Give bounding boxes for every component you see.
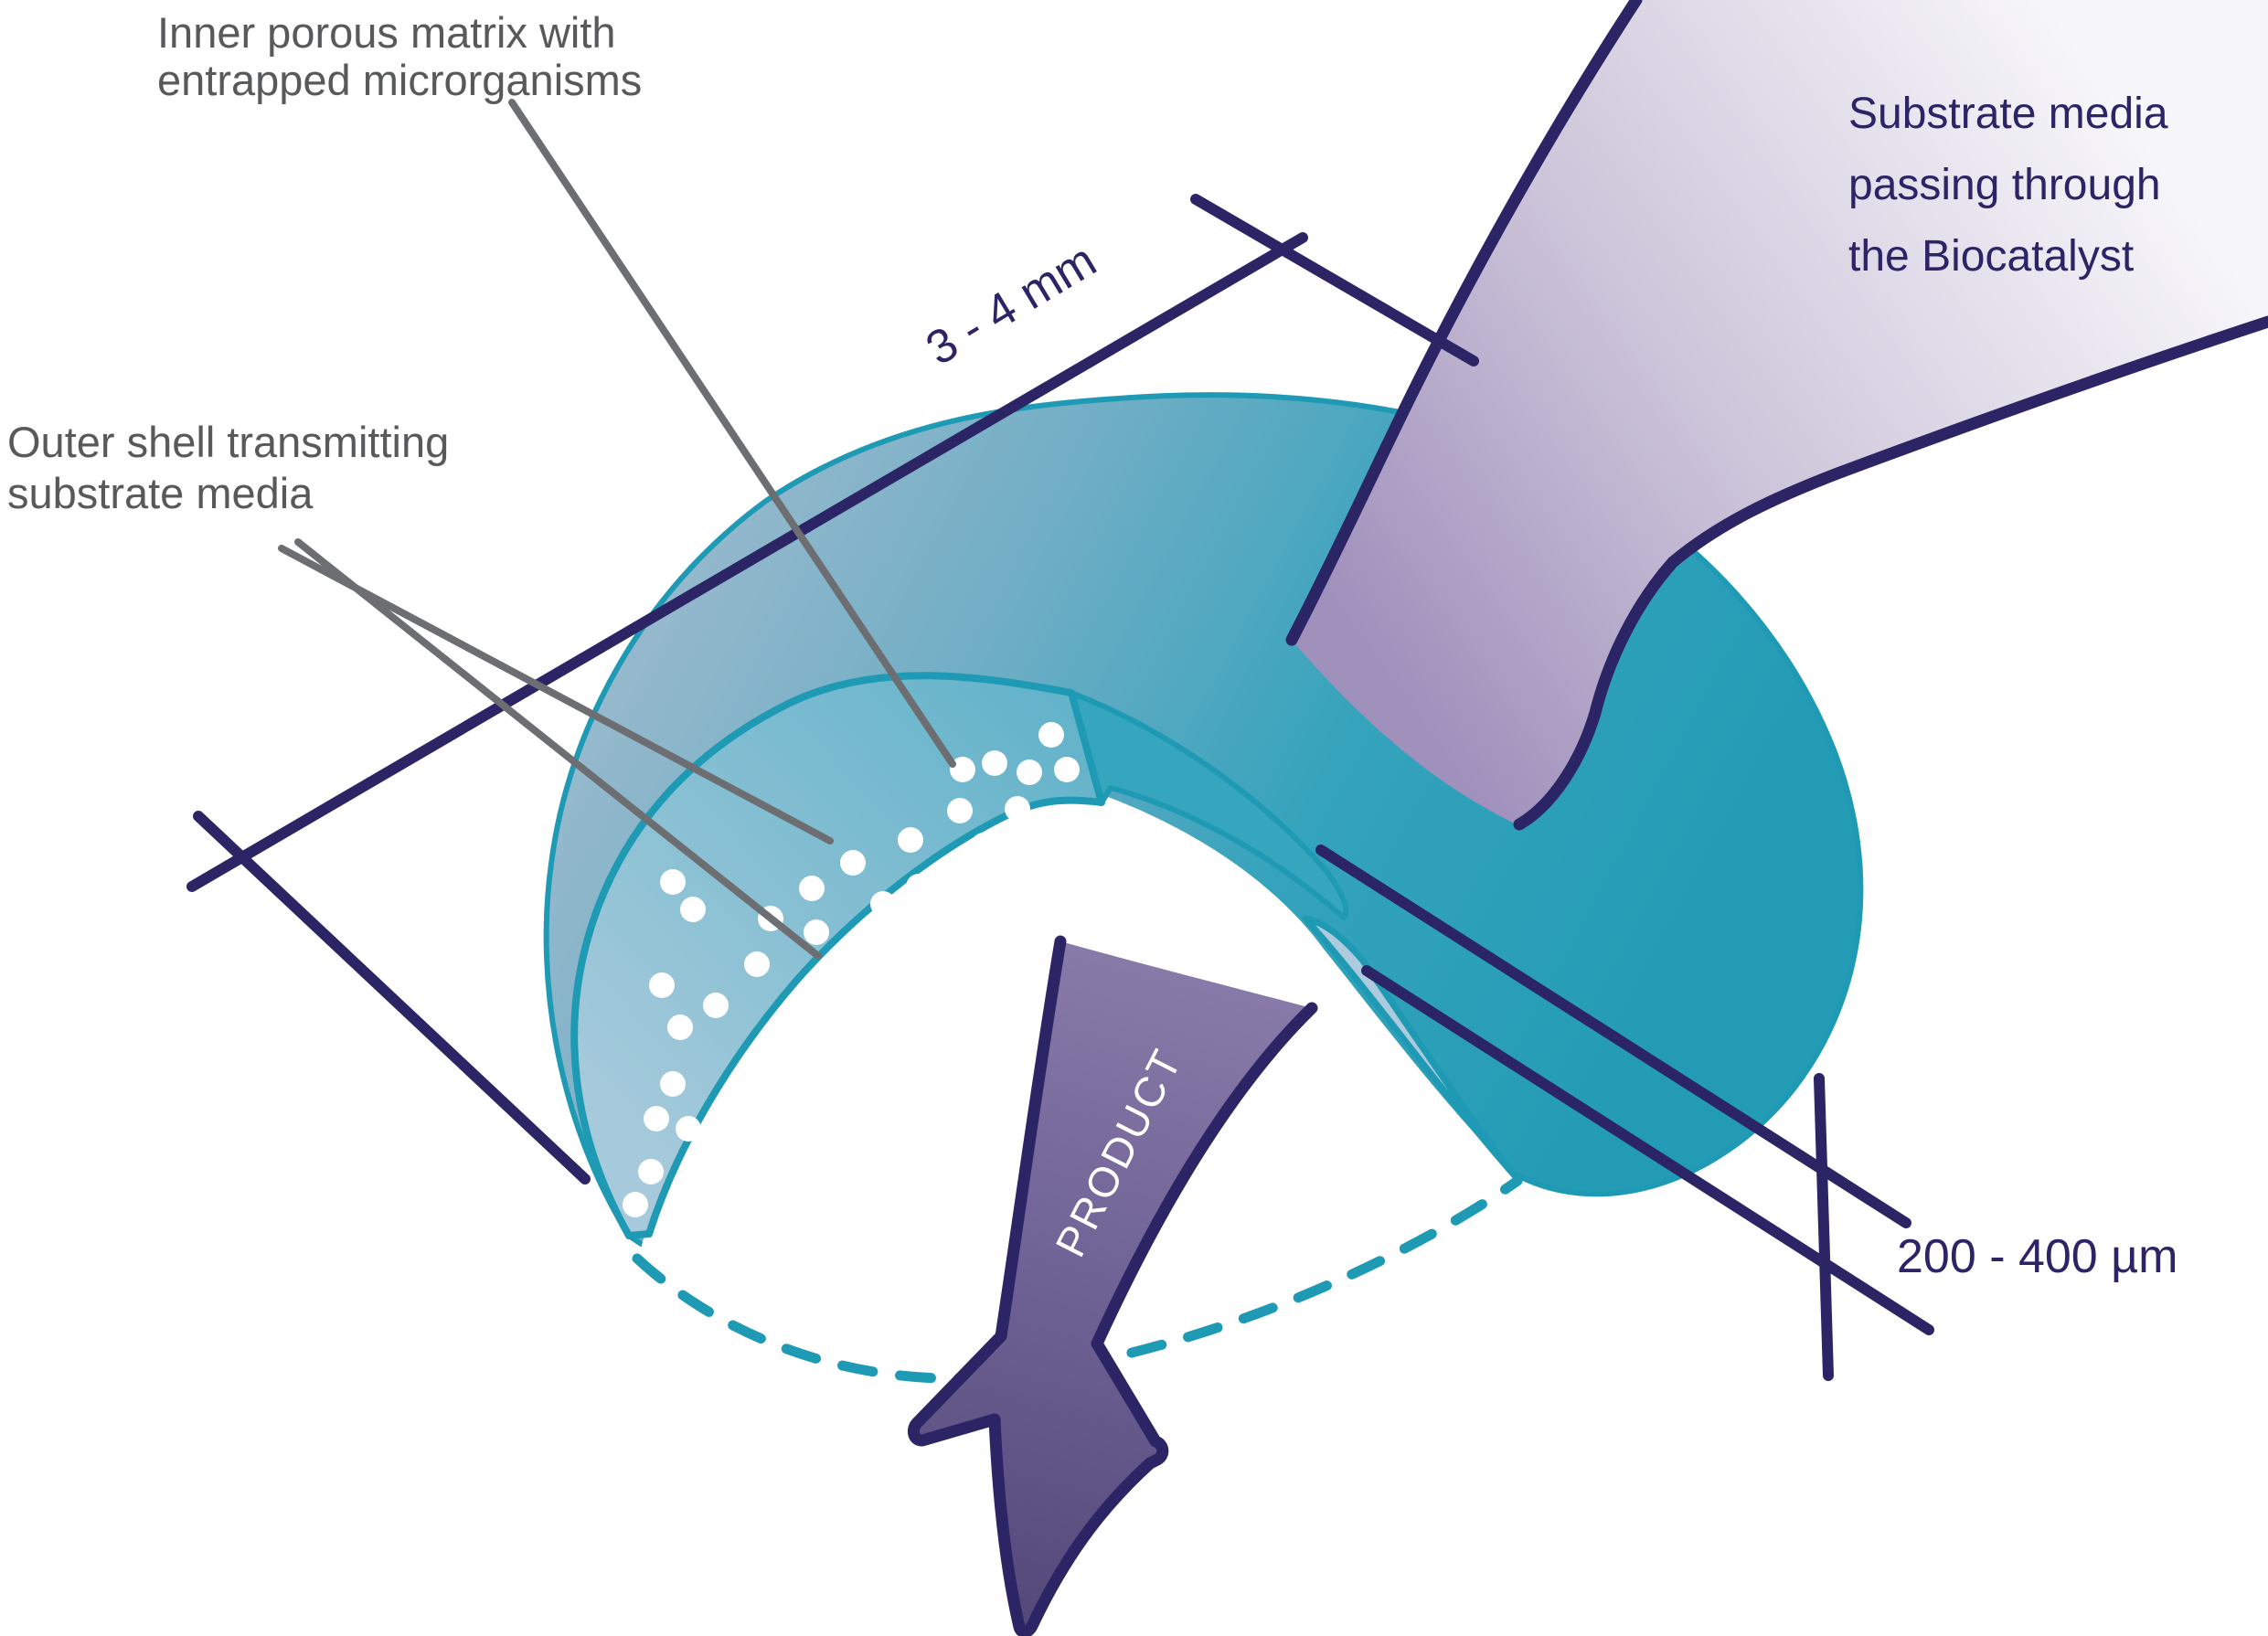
microorganism-dot bbox=[799, 876, 825, 901]
substrate-ribbon bbox=[1292, 0, 2268, 827]
microorganism-dot bbox=[744, 951, 770, 977]
leader-lines bbox=[278, 99, 956, 960]
diameter-extension-line-left bbox=[193, 811, 591, 1185]
microorganism-dot bbox=[906, 874, 932, 899]
leader-outer-shell-2 bbox=[294, 538, 822, 960]
microorganism-dot bbox=[660, 1071, 686, 1097]
outer-shell-label: Outer shell transmitting substrate media bbox=[7, 418, 449, 517]
microorganism-dot bbox=[870, 891, 896, 917]
microorganism-dot bbox=[676, 1116, 701, 1142]
shell-extension-line-inner bbox=[1361, 965, 1934, 1335]
diameter-dimension bbox=[186, 194, 1479, 1185]
diameter-dimension-line bbox=[186, 232, 1308, 892]
diameter-extension-line-right bbox=[1190, 194, 1479, 367]
microorganism-dot bbox=[804, 919, 829, 945]
substrate-media-label-line3: the Biocatalyst bbox=[1848, 232, 2134, 281]
outer-shell-label-line2: substrate media bbox=[7, 469, 314, 517]
outer-shell-label-line1: Outer shell transmitting bbox=[7, 418, 449, 466]
microorganism-dot bbox=[660, 869, 686, 895]
microorganism-dot bbox=[703, 993, 729, 1018]
inner-matrix-label-line1: Inner porous matrix with bbox=[157, 8, 616, 57]
substrate-media-label-line1: Substrate media bbox=[1848, 90, 2168, 138]
microorganism-dots bbox=[623, 722, 1080, 1217]
microorganism-dot bbox=[638, 1159, 664, 1185]
product-arrow-fill bbox=[913, 941, 1312, 1632]
microorganism-dot bbox=[644, 1106, 669, 1131]
substrate-ribbon-left-edge bbox=[1285, 0, 1643, 646]
microorganism-dot bbox=[950, 757, 975, 782]
microorganism-dot bbox=[667, 1015, 693, 1040]
microorganism-dot bbox=[947, 798, 973, 823]
leader-inner-matrix bbox=[508, 99, 956, 768]
shell-extension-line-outer bbox=[1315, 845, 1911, 1228]
microorganism-dot bbox=[840, 850, 866, 876]
inner-matrix-label: Inner porous matrix with entrapped micro… bbox=[157, 8, 642, 104]
microorganism-dot bbox=[623, 1192, 648, 1217]
shell-thickness-label: 200 - 400 µm bbox=[1897, 1230, 2177, 1283]
microorganism-dot bbox=[898, 827, 923, 853]
inner-matrix-label-line2: entrapped microrganisms bbox=[157, 56, 642, 104]
microorganism-dot bbox=[1054, 757, 1080, 782]
substrate-media-label: Substrate media passing through the Bioc… bbox=[1848, 90, 2168, 281]
microorganism-dot bbox=[680, 897, 706, 922]
substrate-media-label-line2: passing through bbox=[1848, 161, 2161, 209]
microorganism-dot bbox=[1038, 722, 1064, 748]
microorganism-dot bbox=[649, 972, 675, 998]
microorganism-dot bbox=[982, 750, 1007, 776]
inner-surface-crescent bbox=[1302, 915, 1521, 1183]
microorganism-dot bbox=[1017, 760, 1042, 785]
substrate-ribbon-right-edge bbox=[1513, 315, 2268, 831]
shell-dimension-tick bbox=[1814, 1073, 1834, 1381]
product-arrow-outline bbox=[907, 935, 1318, 1636]
cut-face-strip bbox=[1069, 690, 1349, 920]
microorganism-dot bbox=[971, 833, 996, 858]
shell-thickness-dimension bbox=[1315, 845, 1934, 1381]
microorganism-dot bbox=[1005, 796, 1030, 822]
